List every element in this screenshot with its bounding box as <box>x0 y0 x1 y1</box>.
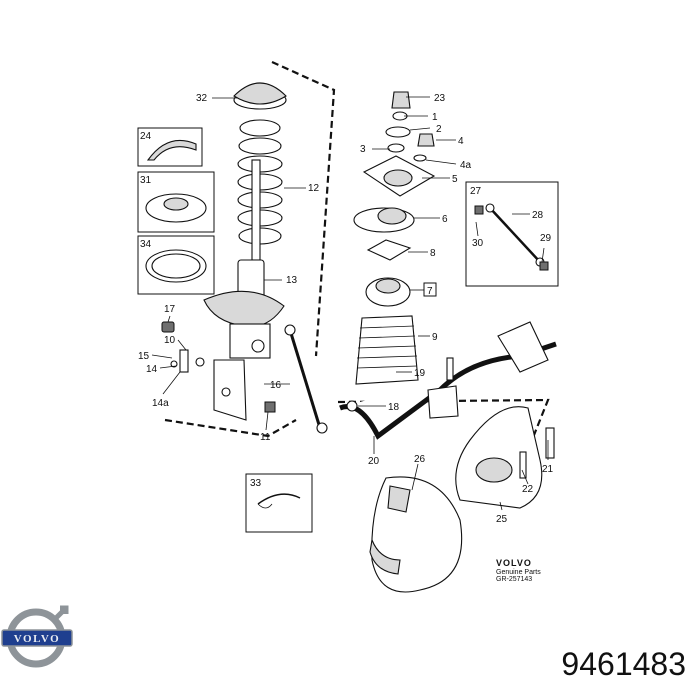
callout-4a: 4a <box>460 160 472 171</box>
part-number: 9461483 <box>561 646 686 682</box>
callout-13: 13 <box>286 275 298 286</box>
callout-20: 20 <box>368 456 380 467</box>
callout-12: 12 <box>308 183 320 194</box>
strut-body <box>203 159 285 421</box>
callout-34: 34 <box>140 239 152 250</box>
callout-31: 31 <box>140 175 152 186</box>
callout-16: 16 <box>270 380 282 391</box>
callout-3: 3 <box>360 144 366 155</box>
callout-30: 30 <box>472 238 484 249</box>
inset-box-27 <box>465 181 559 287</box>
inset-box-33 <box>245 473 313 533</box>
dust-boot <box>355 315 419 385</box>
callout-7-box <box>423 282 437 297</box>
left-fasteners <box>161 321 276 413</box>
callout-28: 28 <box>532 210 544 221</box>
callout-7: 7 <box>427 286 433 297</box>
callout-6: 6 <box>442 214 448 225</box>
callout-10: 10 <box>164 335 176 346</box>
callout-14: 14 <box>146 364 158 375</box>
callout-24: 24 <box>140 131 152 142</box>
volvo-logo: VOLVO <box>1 605 73 668</box>
callout-labels: 32 24 31 34 12 13 17 10 15 14 14a 16 11 … <box>138 93 554 525</box>
callout-14a: 14a <box>152 398 169 409</box>
inset-box-24 <box>137 127 203 167</box>
stamp-brand: VOLVO <box>496 558 532 568</box>
callout-11: 11 <box>260 432 271 443</box>
stabilizer-bar <box>339 321 557 440</box>
callout-23: 23 <box>434 93 446 104</box>
genuine-parts-stamp: VOLVO Genuine Parts GR-257143 <box>496 558 541 583</box>
callout-9: 9 <box>432 332 438 343</box>
callout-15: 15 <box>138 351 150 362</box>
stamp-ref: GR-257143 <box>496 576 532 583</box>
inset-box-34 <box>137 235 215 295</box>
callout-4: 4 <box>458 136 464 147</box>
top-mount-assembly <box>353 91 436 307</box>
logo-text: VOLVO <box>14 633 60 645</box>
callout-17: 17 <box>164 304 176 315</box>
callout-2: 2 <box>436 124 442 135</box>
callout-18: 18 <box>388 402 400 413</box>
stabilizer-link <box>284 324 328 434</box>
callout-19: 19 <box>414 368 426 379</box>
stamp-sub: Genuine Parts <box>496 569 541 576</box>
callout-26: 26 <box>414 454 426 465</box>
callout-5: 5 <box>452 174 458 185</box>
callout-21: 21 <box>542 464 554 475</box>
inset-box-31 <box>137 171 215 233</box>
callout-22: 22 <box>522 484 534 495</box>
callout-33: 33 <box>250 478 262 489</box>
brake-dust-shield <box>369 476 463 593</box>
callout-27: 27 <box>470 186 482 197</box>
steering-knuckle <box>455 406 555 509</box>
callout-32: 32 <box>196 93 208 104</box>
callout-25: 25 <box>496 514 508 525</box>
leader-lines <box>151 96 549 511</box>
callout-1: 1 <box>432 112 438 123</box>
callout-29: 29 <box>540 233 552 244</box>
callout-8: 8 <box>430 248 436 259</box>
